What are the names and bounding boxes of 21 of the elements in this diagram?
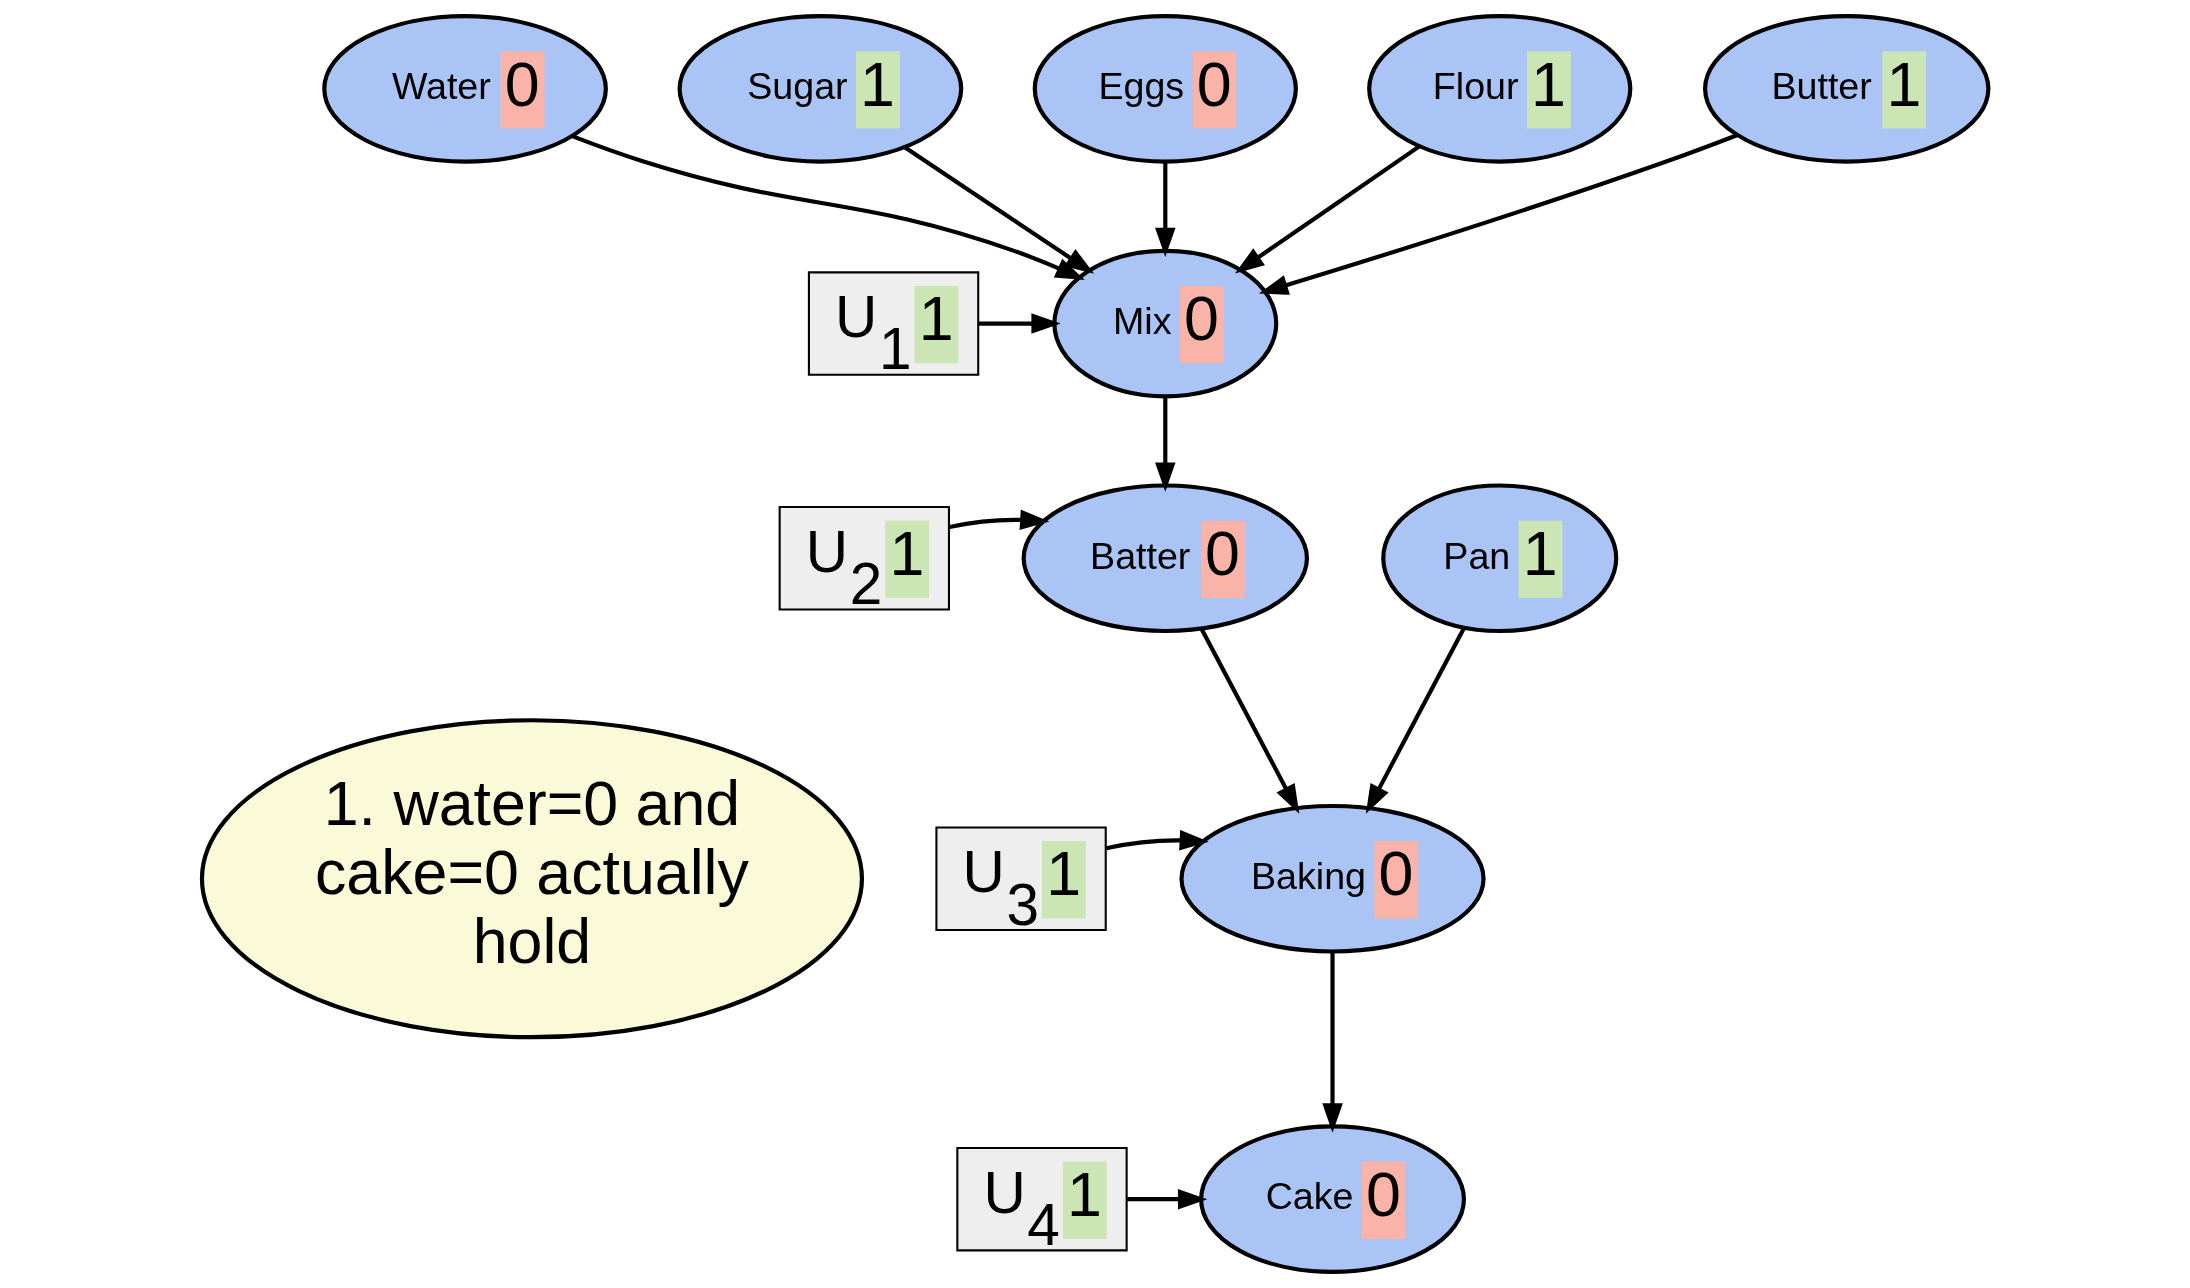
- arrow: [1365, 626, 1466, 814]
- arrow: [948, 509, 1049, 531]
- node-ellipse: 1. water=0 and cake=0 actually hold: [199, 718, 864, 1040]
- node-ellipse: Water 0: [321, 14, 608, 164]
- node-ellipse: Pan 1: [1380, 483, 1618, 634]
- arrow: [571, 134, 1085, 281]
- node-ellipse: Butter 1: [1702, 14, 1990, 164]
- arrow: [1126, 1188, 1207, 1210]
- arrow: [903, 145, 1094, 274]
- node-ellipse: Sugar 1: [677, 14, 963, 164]
- arrow: [1199, 628, 1299, 814]
- arrow: [1154, 396, 1176, 492]
- arrow: [1234, 144, 1421, 274]
- node-ellipse: Eggs 0: [1032, 14, 1298, 164]
- arrow: [1321, 951, 1343, 1133]
- arrow: [1258, 133, 1738, 295]
- arrow: [1154, 161, 1176, 257]
- arrow: [1105, 830, 1209, 851]
- node-ellipse: Flour 1: [1366, 14, 1632, 164]
- node-ellipse: Cake 0: [1198, 1124, 1466, 1274]
- arrow: [978, 313, 1061, 334]
